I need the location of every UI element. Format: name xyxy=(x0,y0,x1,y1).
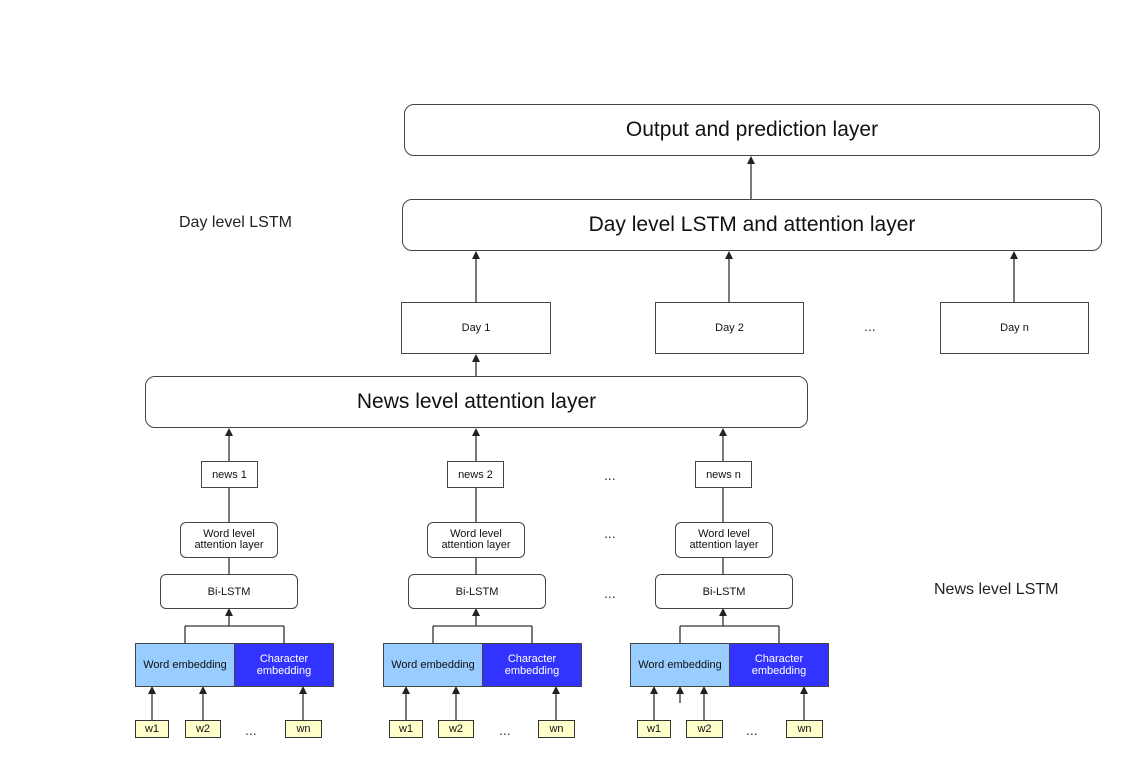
news-box-n: news n xyxy=(695,461,752,488)
bilstm-1: Bi-LSTM xyxy=(160,574,298,609)
token-w2-1: w2 xyxy=(185,720,221,738)
output-prediction-layer: Output and prediction layer xyxy=(404,104,1100,156)
news-box-1: news 1 xyxy=(201,461,258,488)
word-attention-n: Word level attention layer xyxy=(675,522,773,558)
bilstm-2: Bi-LSTM xyxy=(408,574,546,609)
day-level-lstm-label: Day level LSTM xyxy=(179,214,292,231)
token-w1-1: w1 xyxy=(135,720,169,738)
news-level-lstm-label: News level LSTM xyxy=(934,581,1059,598)
word-attention-2: Word level attention layer xyxy=(427,522,525,558)
news-ellipsis: ... xyxy=(604,467,616,483)
day-box-2: Day 2 xyxy=(655,302,804,354)
token-wn-n: wn xyxy=(786,720,823,738)
bilstm-n: Bi-LSTM xyxy=(655,574,793,609)
day-ellipsis: ... xyxy=(864,318,876,334)
bilstm-ellipsis: ... xyxy=(604,585,616,601)
day-box-n: Day n xyxy=(940,302,1089,354)
news-box-2: news 2 xyxy=(447,461,504,488)
token-w1-2: w1 xyxy=(389,720,423,738)
word-attention-1: Word level attention layer xyxy=(180,522,278,558)
token-ellipsis-2: ... xyxy=(499,722,511,738)
token-wn-1: wn xyxy=(285,720,322,738)
word-embedding-2: Word embedding xyxy=(383,643,483,687)
char-embedding-n: Character embedding xyxy=(729,643,829,687)
arrows xyxy=(148,156,1018,720)
char-embedding-2: Character embedding xyxy=(482,643,582,687)
day-attention-layer: Day level LSTM and attention layer xyxy=(402,199,1102,251)
word-embedding-1: Word embedding xyxy=(135,643,235,687)
day-box-1: Day 1 xyxy=(401,302,551,354)
word-embedding-n: Word embedding xyxy=(630,643,730,687)
token-w2-2: w2 xyxy=(438,720,474,738)
token-w1-n: w1 xyxy=(637,720,671,738)
token-ellipsis-1: ... xyxy=(245,722,257,738)
token-w2-n: w2 xyxy=(686,720,723,738)
token-wn-2: wn xyxy=(538,720,575,738)
attention-ellipsis: ... xyxy=(604,525,616,541)
char-embedding-1: Character embedding xyxy=(234,643,334,687)
news-attention-layer: News level attention layer xyxy=(145,376,808,428)
token-ellipsis-n: ... xyxy=(746,722,758,738)
